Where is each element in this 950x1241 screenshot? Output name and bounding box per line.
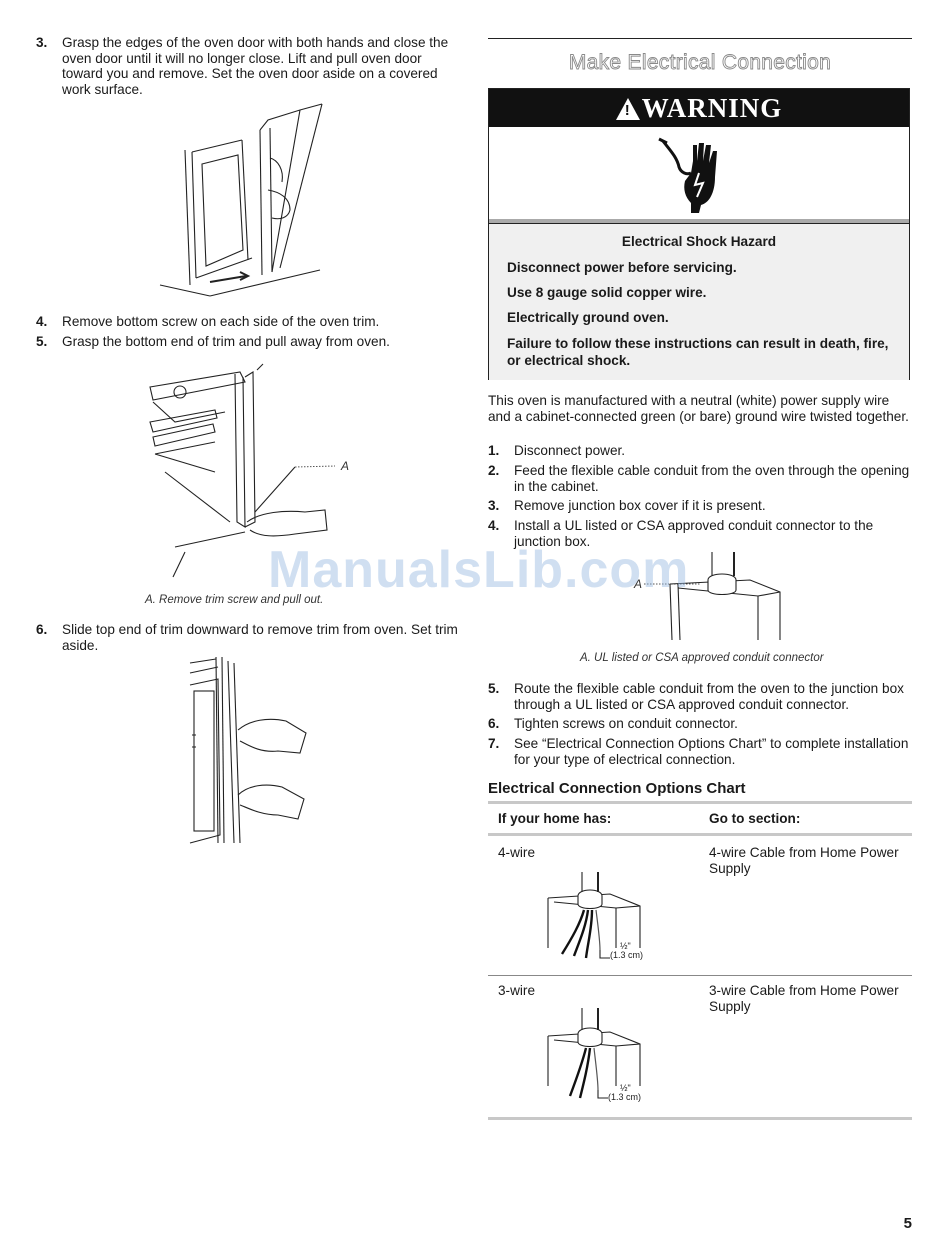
step-number: 4. xyxy=(36,314,48,329)
four-wire-cable-illustration: ½" (1.3 cm) xyxy=(547,872,643,960)
step-3-right: 3. Remove junction box cover if it is pr… xyxy=(488,498,912,514)
step-text: Grasp the edges of the oven door with bo… xyxy=(62,35,449,97)
warning-line: Disconnect power before servicing. xyxy=(507,260,737,275)
step-text: Tighten screws on conduit connector. xyxy=(514,716,738,731)
step-6-right: 6. Tighten screws on conduit connector. xyxy=(488,716,912,732)
chart-top-band xyxy=(488,801,912,804)
three-wire-cable-illustration: ½" (1.3 cm) xyxy=(547,1008,641,1102)
warning-hazard: Electrical Shock Hazard xyxy=(621,234,777,249)
options-chart-title: Electrical Connection Options Chart xyxy=(488,780,746,797)
chart-header-has: If your home has: xyxy=(498,811,612,826)
warning-body: Electrical Shock Hazard Disconnect power… xyxy=(489,223,909,380)
step-text: Remove junction box cover if it is prese… xyxy=(514,498,766,513)
oven-door-removal-illustration xyxy=(159,103,323,297)
step-6: 6. Slide top end of trim downward to rem… xyxy=(36,622,461,653)
step-5: 5. Grasp the bottom end of trim and pull… xyxy=(36,334,461,350)
oven-trim-removal-illustration: A xyxy=(149,363,349,578)
conduit-connector-illustration: A xyxy=(633,552,781,641)
intro-paragraph: This oven is manufactured with a neutral… xyxy=(488,393,909,424)
step-2: 2. Feed the flexible cable conduit from … xyxy=(488,463,912,494)
warning-line: Failure to follow these instructions can… xyxy=(507,336,889,368)
step-3: 3. Grasp the edges of the oven door with… xyxy=(36,35,461,97)
section-top-rule xyxy=(488,38,912,39)
watermark: ManualsLib.com xyxy=(268,541,690,599)
step-4: 4. Remove bottom screw on each side of t… xyxy=(36,314,461,330)
warning-icon-area xyxy=(489,127,909,223)
step-text: Remove bottom screw on each side of the … xyxy=(62,314,380,329)
step-number: 5. xyxy=(488,681,500,696)
trim-caption: A. Remove trim screw and pull out. xyxy=(145,594,324,606)
warning-line: Electrically ground oven. xyxy=(507,310,669,325)
step-number: 7. xyxy=(488,736,500,751)
chart-row-section: 3-wire Cable from Home Power Supply xyxy=(709,983,899,1014)
chart-header-band xyxy=(488,833,912,836)
step-text: See “Electrical Connection Options Chart… xyxy=(514,736,909,767)
connector-caption: A. UL listed or CSA approved conduit con… xyxy=(580,652,824,664)
dim-half-inch: ½" xyxy=(620,1083,631,1093)
step-text: Route the flexible cable conduit from th… xyxy=(514,681,904,712)
section-title: Make Electrical Connection xyxy=(568,51,832,75)
page-number: 5 xyxy=(903,1215,912,1232)
step-number: 1. xyxy=(488,443,500,458)
step-4-right: 4. Install a UL listed or CSA approved c… xyxy=(488,518,912,549)
chart-row-divider xyxy=(488,975,912,976)
step-number: 3. xyxy=(36,35,48,50)
step-5-right: 5. Route the flexible cable conduit from… xyxy=(488,681,912,712)
step-number: 5. xyxy=(36,334,48,349)
connector-callout-label: A xyxy=(633,577,642,591)
chart-row-has: 3-wire xyxy=(498,983,536,998)
warning-box: WARNING Electrical Shock Hazard Disconne… xyxy=(488,88,910,380)
step-text: Disconnect power. xyxy=(514,443,626,458)
step-7-right: 7. See “Electrical Connection Options Ch… xyxy=(488,736,912,767)
step-number: 2. xyxy=(488,463,500,478)
step-text: Feed the flexible cable conduit from the… xyxy=(514,463,910,494)
chart-bottom-band xyxy=(488,1117,912,1120)
trim-slide-illustration xyxy=(189,656,307,844)
dim-half-inch: ½" xyxy=(620,941,631,951)
warning-header: WARNING xyxy=(489,89,909,127)
dim-cm: (1.3 cm) xyxy=(610,950,643,960)
dim-cm: (1.3 cm) xyxy=(608,1092,641,1102)
step-text: Grasp the bottom end of trim and pull aw… xyxy=(62,334,390,349)
step-number: 4. xyxy=(488,518,500,533)
chart-row-section: 4-wire Cable from Home Power Supply xyxy=(709,845,899,876)
warning-triangle-icon xyxy=(615,98,640,120)
step-number: 6. xyxy=(36,622,48,637)
step-text: Install a UL listed or CSA approved cond… xyxy=(514,518,874,549)
step-number: 6. xyxy=(488,716,500,731)
step-1: 1. Disconnect power. xyxy=(488,443,912,459)
step-text: Slide top end of trim downward to remove… xyxy=(62,622,458,653)
warning-line: Use 8 gauge solid copper wire. xyxy=(507,285,707,300)
chart-header-section: Go to section: xyxy=(709,811,801,826)
trim-callout-label: A xyxy=(340,459,349,473)
step-number: 3. xyxy=(488,498,500,513)
electrical-shock-hand-icon xyxy=(658,137,717,213)
warning-header-text: WARNING xyxy=(641,93,783,123)
chart-row-has: 4-wire xyxy=(498,845,536,860)
